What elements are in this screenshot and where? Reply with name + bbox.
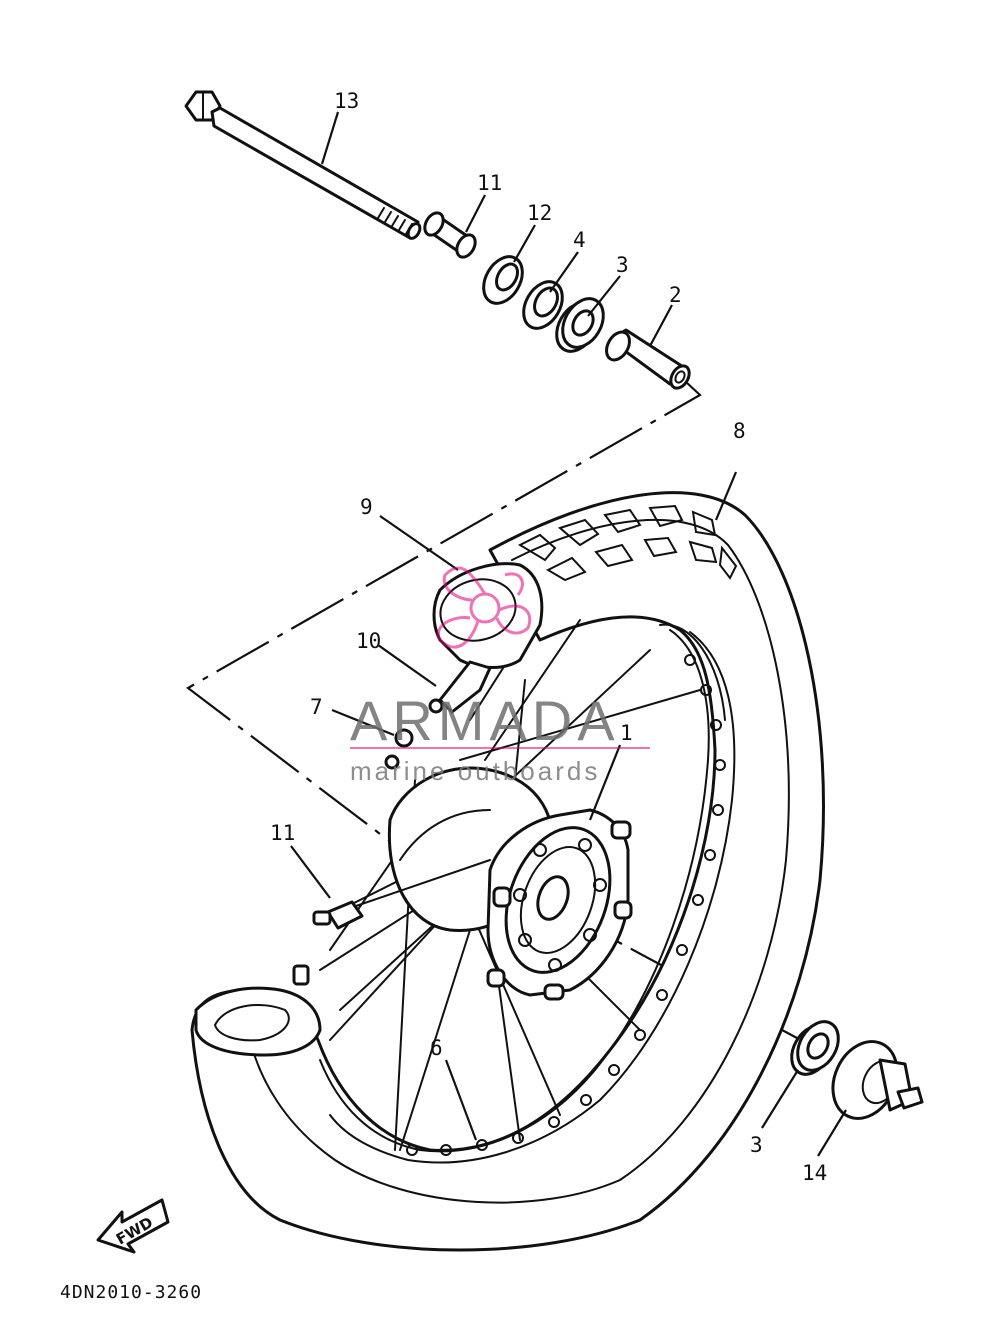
valve <box>312 859 491 930</box>
watermark-tagline: marine outboards <box>350 756 600 786</box>
callout-9: 10 <box>356 629 381 653</box>
wheel-axle <box>184 90 422 240</box>
assembly-line-axle <box>186 381 702 841</box>
bearing-3-lower <box>790 1020 840 1076</box>
callout-5: 6 <box>430 1036 443 1060</box>
fwd-direction-arrow: FWD <box>96 1198 170 1254</box>
callout-2: 2 <box>669 283 682 307</box>
catalog-code: 4DN2010-3260 <box>60 1282 202 1303</box>
callout-labels: 13 11 12 4 3 2 8 9 10 7 1 11 6 3 14 <box>270 89 827 1185</box>
callout-8: 9 <box>360 495 373 519</box>
oil-seal-12 <box>482 255 524 305</box>
valve-nut <box>384 728 414 770</box>
callout-13: 13 <box>334 89 359 113</box>
watermark-brand: ARMADA <box>350 689 620 752</box>
armada-watermark: ARMADA marine outboards <box>350 566 650 786</box>
callout-1: 1 <box>620 721 633 745</box>
oil-seal-4 <box>522 280 564 330</box>
axle-collar-11 <box>423 211 477 259</box>
leader-lines <box>290 111 847 1157</box>
callout-12: 12 <box>527 201 552 225</box>
tire-tread-pattern <box>517 504 738 582</box>
callout-3-lower: 3 <box>750 1133 763 1157</box>
callout-10: 11 <box>270 821 295 845</box>
callout-11: 11 <box>477 171 502 195</box>
tire <box>190 491 825 1252</box>
hub <box>387 766 633 1001</box>
collar-2 <box>605 328 691 390</box>
spoke-nipples <box>406 654 726 1156</box>
callout-7: 8 <box>733 419 746 443</box>
callout-14: 14 <box>802 1161 827 1185</box>
rim-band <box>428 660 492 714</box>
callout-6: 7 <box>310 695 323 719</box>
tube <box>194 562 544 1057</box>
callout-3-upper: 3 <box>616 253 629 277</box>
armada-logo-icon <box>436 566 532 649</box>
rim <box>319 623 736 1164</box>
speedometer-gear-unit <box>831 1040 924 1120</box>
callout-4: 4 <box>573 228 586 252</box>
